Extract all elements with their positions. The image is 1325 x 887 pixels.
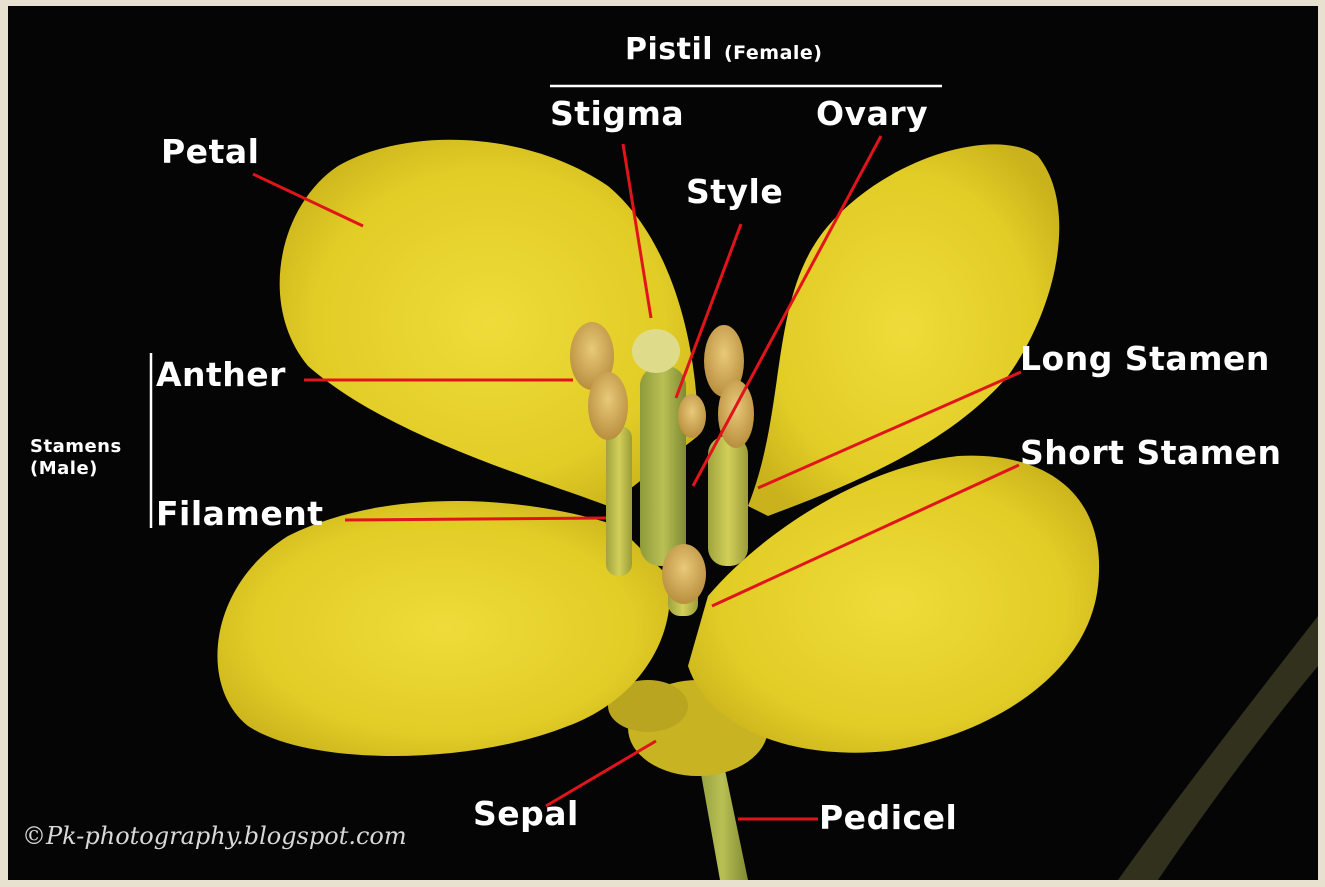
anther-short [662, 544, 706, 604]
stamens-label: Stamens (Male) [30, 436, 122, 480]
pedicel-label: Pedicel [819, 798, 957, 837]
pistil-text: Pistil [625, 32, 713, 67]
petal-upper-left [280, 140, 698, 506]
filament-left [606, 426, 632, 576]
stigma-head [632, 329, 680, 373]
petal-lower-left [217, 501, 669, 756]
ovary-label: Ovary [816, 94, 928, 133]
anther [718, 380, 754, 448]
petal-label: Petal [161, 132, 259, 171]
pistil-label: Pistil (Female) [625, 32, 822, 67]
diagram-frame: Pistil (Female) Stigma Ovary Style Petal… [8, 6, 1318, 880]
pistil-note: (Female) [724, 42, 822, 64]
filament-label: Filament [156, 494, 323, 533]
style-label: Style [686, 172, 783, 211]
petal-lower-right [688, 456, 1099, 753]
long-stamen-label: Long Stamen [1020, 339, 1270, 378]
anther [588, 372, 628, 440]
stamens-text: Stamens [30, 436, 122, 458]
background-stalk [1118, 616, 1318, 880]
anther [678, 394, 706, 438]
anther-label: Anther [156, 355, 286, 394]
stigma-label: Stigma [550, 94, 684, 133]
sepal-label: Sepal [473, 794, 579, 833]
filament-leader [345, 518, 606, 520]
style-column [640, 366, 686, 566]
stamens-note: (Male) [30, 458, 122, 480]
filament-right [708, 436, 748, 566]
watermark: ©Pk-photography.blogspot.com [22, 822, 407, 850]
short-stamen-label: Short Stamen [1020, 433, 1282, 472]
